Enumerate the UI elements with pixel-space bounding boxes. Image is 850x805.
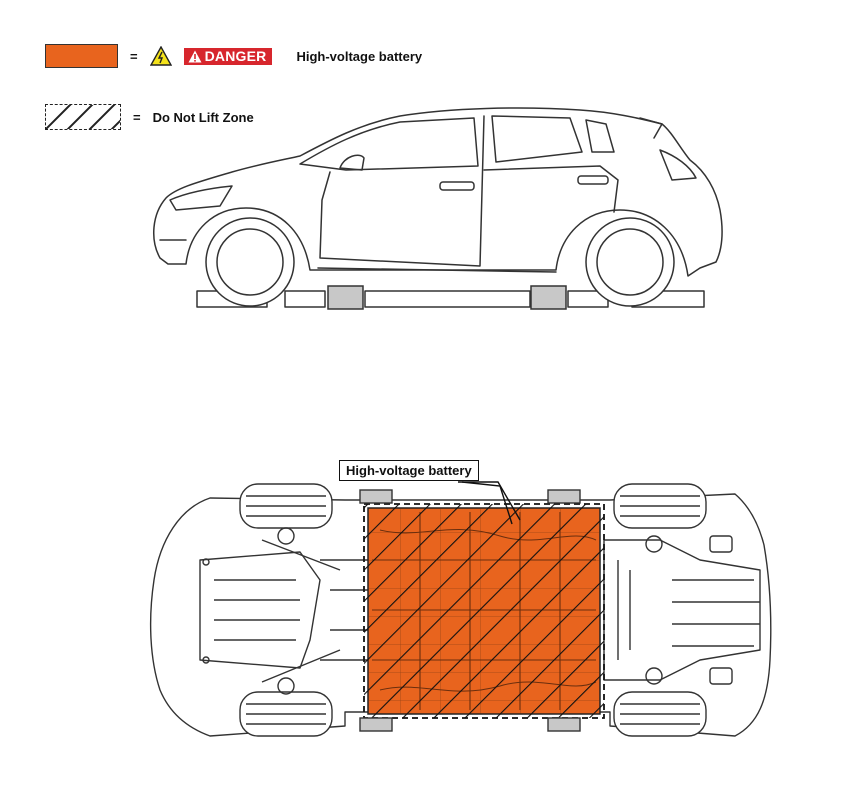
side-view-car [153,107,723,308]
underside-rear-left-wheel [613,483,707,529]
underside-lift-pad-front-right [359,717,393,732]
side-rear-window [491,115,583,163]
exclamation-triangle-icon [188,50,202,62]
underside-front-left-wheel [239,483,333,529]
side-lift-pad-front [327,285,364,310]
underside-lift-pad-rear-right [547,717,581,732]
do-not-lift-zone [363,503,605,719]
side-quarter-window [585,119,615,153]
legend-battery-text: High-voltage battery [296,48,423,64]
legend-no-lift-row: = Do Not Lift Zone [45,104,254,130]
callout-leader-lines [458,481,521,525]
legend-equals: = [130,48,138,64]
high-voltage-warning-icon [149,46,172,66]
underside-rear-right-wheel [613,691,707,737]
underside-lift-pad-front-left [359,489,393,504]
no-lift-zone-swatch [45,104,121,130]
side-front-wheel [205,217,295,307]
danger-badge: DANGER [183,47,273,65]
side-lift-pad-rear [530,285,567,310]
legend-battery-row: = DANGER High-voltage battery [45,44,422,68]
battery-color-swatch [45,44,118,68]
danger-label: DANGER [204,48,267,64]
side-body-outline [153,107,723,277]
side-rear-wheel [585,217,675,307]
battery-callout-label: High-voltage battery [339,460,479,481]
side-front-window [299,117,479,171]
legend-no-lift-text: Do Not Lift Zone [152,109,254,125]
underside-front-right-wheel [239,691,333,737]
underside-lift-pad-rear-left [547,489,581,504]
legend-equals-2: = [133,109,141,125]
